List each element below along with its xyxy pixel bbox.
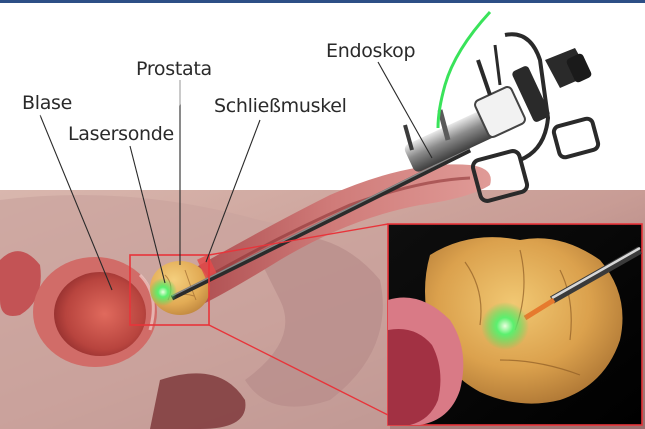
bladder-cavity: [54, 272, 146, 356]
label-lasersonde: Lasersonde: [68, 125, 174, 144]
label-endoskop: Endoskop: [326, 42, 415, 61]
laser-glow: [149, 278, 177, 306]
label-prostata: Prostata: [136, 60, 212, 79]
laser-glow-zoomed: [481, 302, 529, 350]
label-schliessmuskel: Schließmuskel: [214, 97, 347, 116]
label-blase: Blase: [22, 94, 72, 113]
zoom-inset: [388, 224, 642, 425]
grip-ring: [553, 117, 600, 158]
